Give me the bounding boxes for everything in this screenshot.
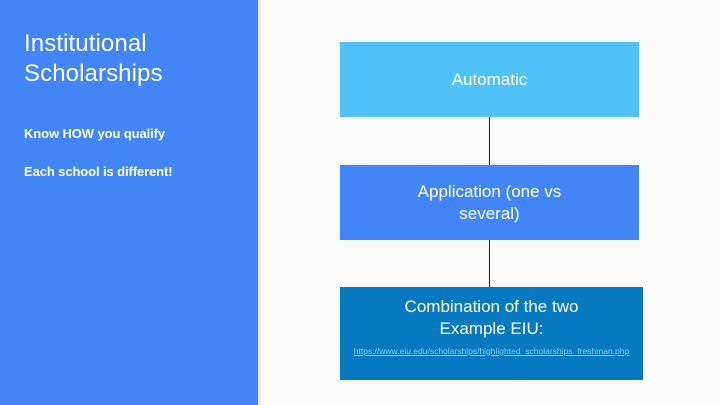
flow-box-automatic: Automatic <box>340 42 639 117</box>
flow-box-combination-label: Combination of the two Example EIU: <box>404 297 579 338</box>
sidebar-bullet-know-how: Know HOW you qualify <box>24 126 165 141</box>
sidebar-panel: Institutional Scholarships Know HOW you … <box>0 0 258 405</box>
eiu-scholarships-link[interactable]: https://www.eiu.edu/scholarships/highlig… <box>353 345 630 356</box>
flow-box-application: Application (one vs several) <box>340 165 639 240</box>
page-title: Institutional Scholarships <box>24 30 163 88</box>
sidebar-edge-shadow <box>258 0 262 405</box>
sidebar-bullet-each-school: Each school is different! <box>24 164 173 179</box>
flow-box-combination: Combination of the two Example EIU: http… <box>340 287 643 380</box>
flow-connector-2 <box>489 240 490 287</box>
flow-box-automatic-label: Automatic <box>451 69 528 89</box>
flow-connector-1 <box>489 117 490 165</box>
flow-box-application-label: Application (one vs several) <box>417 181 562 223</box>
